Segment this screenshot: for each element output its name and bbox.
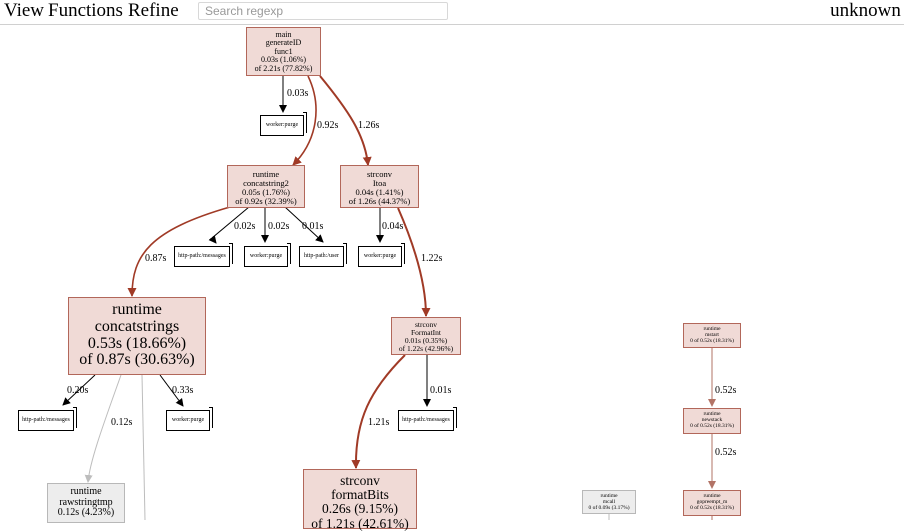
edge-concat2-user bbox=[284, 206, 324, 243]
node-label: runtime bbox=[703, 493, 721, 499]
node-label: func1 bbox=[274, 46, 293, 56]
node-label: mstart bbox=[705, 331, 719, 338]
node-label: 0 of 0.09s (3.17%) bbox=[588, 504, 630, 511]
leaf-http-path-messages[interactable]: http-path:/messages bbox=[18, 407, 77, 431]
edge-itoa-formatint bbox=[397, 207, 431, 317]
node-runtime-concatstring2[interactable]: runtime concatstring2 0.05s (1.76%) of 0… bbox=[227, 165, 305, 208]
node-label: 0 of 0.52s (18.31%) bbox=[690, 337, 734, 344]
node-label: of 2.21s (77.82%) bbox=[254, 63, 313, 73]
node-strconv-itoa[interactable]: strconv Itoa 0.04s (1.41%) of 1.26s (44.… bbox=[340, 165, 419, 208]
node-label: generateID bbox=[265, 38, 302, 48]
node-label: 0.12s (4.23%) bbox=[57, 507, 115, 518]
node-label: of 0.92s (32.39%) bbox=[235, 195, 297, 206]
edge-label-mstart-newstack: 0.52s bbox=[715, 385, 737, 396]
node-label: 0.53s (18.66%) bbox=[87, 334, 187, 352]
call-graph-edges bbox=[62, 75, 716, 520]
edge-label-newstack-gopreempt: 0.52s bbox=[715, 447, 737, 458]
edge-concatstrings-purge bbox=[159, 374, 184, 407]
node-label: mcall bbox=[602, 498, 616, 505]
edge-label-formatint-messages: 0.01s bbox=[430, 385, 452, 396]
node-main-generateid-func1[interactable]: main generateID func1 0.03s (1.06%) of 2… bbox=[246, 27, 321, 76]
node-label: of 1.22s (42.96%) bbox=[398, 343, 454, 353]
node-label: of 0.87s (30.63%) bbox=[79, 351, 195, 369]
node-label: runtime bbox=[252, 169, 280, 179]
node-label: Itoa bbox=[372, 177, 387, 188]
toolbar: View Functions Refine unknown c bbox=[0, 0, 904, 25]
node-label: main bbox=[275, 30, 292, 39]
edge-label-main-itoa: 1.26s bbox=[358, 120, 380, 131]
node-label: FormatInt bbox=[411, 327, 441, 337]
edge-formatint-formatbits bbox=[351, 354, 406, 469]
node-runtime-newstack[interactable]: runtime newstack 0 of 0.52s (18.31%) bbox=[683, 408, 741, 434]
view-menu[interactable]: View bbox=[4, 0, 45, 21]
node-label: formatBits bbox=[331, 487, 389, 503]
edge-concat2-messages bbox=[208, 206, 250, 244]
node-label: 0.04s (1.41%) bbox=[355, 186, 404, 197]
node-label: 0.26s (9.15%) bbox=[321, 501, 399, 517]
edge-label-concat2-concatstrings: 0.87s bbox=[145, 253, 167, 264]
profile-context-label: unknown c bbox=[830, 0, 904, 21]
node-label: 0.05s (1.76%) bbox=[242, 186, 290, 197]
node-label: 0.01s (0.35%) bbox=[404, 335, 448, 345]
refine-menu[interactable]: Refine bbox=[128, 0, 179, 21]
node-strconv-formatbits[interactable]: strconv formatBits 0.26s (9.15%) of 1.21… bbox=[303, 469, 417, 531]
node-runtime-gopreempt-m[interactable]: runtime gopreempt_m 0 of 0.52s (18.31%) bbox=[683, 490, 741, 516]
node-label: concatstring2 bbox=[243, 177, 289, 188]
leaf-worker-purge[interactable]: worker:purge bbox=[244, 243, 291, 267]
node-runtime-mstart[interactable]: runtime mstart 0 of 0.52s (18.31%) bbox=[683, 323, 741, 348]
node-label: runtime bbox=[112, 301, 162, 318]
edge-main-concatstring2 bbox=[292, 75, 317, 166]
node-runtime-rawstringtmp[interactable]: runtime rawstringtmp 0.12s (4.23%) bbox=[47, 483, 125, 523]
edge-label-main-concatstring2: 0.92s bbox=[317, 120, 339, 131]
leaf-http-path-messages[interactable]: http-path:/messages bbox=[398, 407, 457, 431]
leaf-worker-purge[interactable]: worker:purge bbox=[166, 407, 213, 431]
edge-label-concatstrings-messages: 0.20s bbox=[67, 385, 89, 396]
edge-label-concatstrings-purge: 0.33s bbox=[172, 385, 194, 396]
edge-concat2-concatstrings bbox=[127, 206, 231, 297]
node-label: strconv bbox=[340, 473, 380, 488]
node-label: concatstrings bbox=[94, 317, 180, 335]
edge-label-concat2-messages: 0.02s bbox=[234, 221, 256, 232]
node-label: strconv bbox=[366, 169, 393, 179]
leaf-worker-purge[interactable]: worker:purge bbox=[358, 243, 405, 267]
node-label: gopreempt_m bbox=[696, 498, 728, 505]
edge-label-formatint-formatbits: 1.21s bbox=[368, 417, 390, 428]
edge-concatstrings-extra bbox=[141, 374, 146, 520]
node-label: runtime bbox=[703, 326, 721, 332]
node-label: 0.03s (1.06%) bbox=[260, 55, 307, 65]
functions-menu[interactable]: Functions bbox=[48, 0, 123, 21]
node-label: strconv bbox=[414, 320, 438, 329]
edge-label-main-purge: 0.03s bbox=[287, 88, 309, 99]
node-label: rawstringtmp bbox=[59, 496, 113, 508]
node-label: of 1.21s (42.61%) bbox=[311, 515, 409, 531]
node-label: 0 of 0.52s (18.31%) bbox=[690, 422, 734, 429]
edge-label-concatstrings-rawstringtmp: 0.12s bbox=[111, 417, 133, 428]
edge-label-itoa-purge: 0.04s bbox=[382, 221, 404, 232]
edge-label-concat2-purge: 0.02s bbox=[268, 221, 290, 232]
node-label: 0 of 0.52s (18.31%) bbox=[690, 504, 734, 511]
edge-main-itoa bbox=[319, 75, 372, 166]
edge-label-itoa-formatint: 1.22s bbox=[421, 253, 443, 264]
node-label: runtime bbox=[70, 486, 102, 497]
node-label: newstack bbox=[701, 416, 723, 423]
node-runtime-mcall[interactable]: runtime mcall 0 of 0.09s (3.17%) bbox=[582, 490, 636, 514]
node-label: runtime bbox=[600, 493, 618, 499]
leaf-worker-purge[interactable]: worker:purge bbox=[260, 112, 307, 136]
node-runtime-concatstrings[interactable]: runtime concatstrings 0.53s (18.66%) of … bbox=[68, 297, 206, 375]
edge-label-concat2-user: 0.01s bbox=[302, 221, 324, 232]
leaf-http-path-messages[interactable]: http-path:/messages bbox=[174, 243, 233, 267]
node-strconv-formatint[interactable]: strconv FormatInt 0.01s (0.35%) of 1.22s… bbox=[391, 317, 461, 355]
node-label: of 1.26s (44.37%) bbox=[348, 195, 411, 206]
edge-concatstrings-rawstringtmp bbox=[84, 374, 122, 483]
leaf-http-path-user[interactable]: http-path:/user bbox=[299, 243, 347, 267]
edge-concatstrings-messages bbox=[62, 374, 96, 406]
node-label: runtime bbox=[703, 411, 721, 417]
search-input[interactable] bbox=[198, 2, 448, 20]
